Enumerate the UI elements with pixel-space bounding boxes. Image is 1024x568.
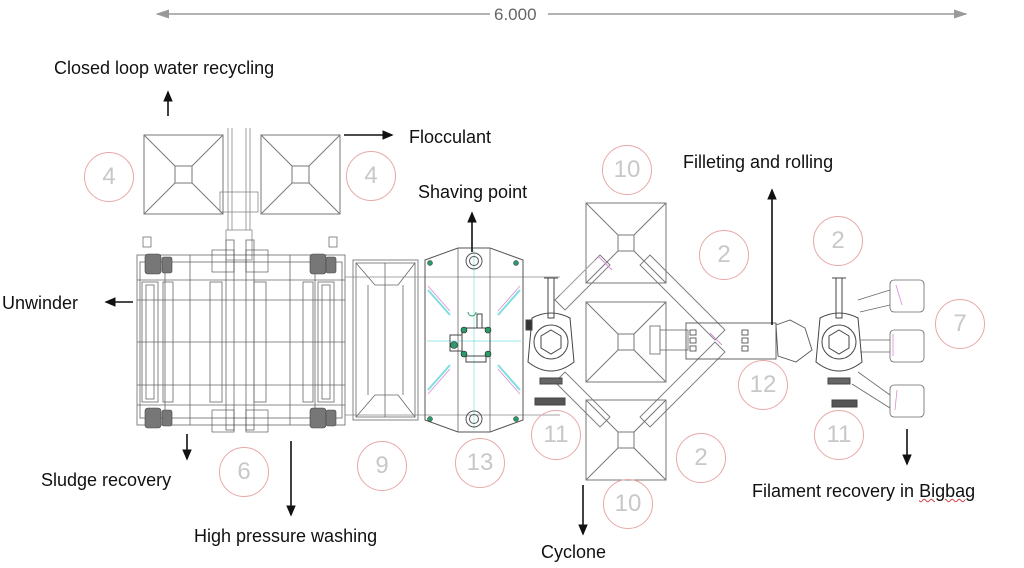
gear-assemblies bbox=[142, 236, 338, 433]
station-number: 10 bbox=[603, 479, 653, 529]
tank-left bbox=[143, 134, 224, 215]
shaving-unit bbox=[424, 247, 524, 433]
station-number: 4 bbox=[346, 151, 396, 201]
tank-right bbox=[260, 134, 341, 215]
label-sludge-recovery: Sludge recovery bbox=[41, 470, 172, 490]
cyclone-hoppers bbox=[585, 202, 667, 481]
label-flocculant: Flocculant bbox=[409, 127, 492, 147]
station-number: 9 bbox=[357, 441, 407, 491]
station-number: 13 bbox=[455, 438, 505, 488]
label-filleting-and-rolling: Filleting and rolling bbox=[683, 152, 834, 172]
station-number: 6 bbox=[219, 447, 269, 497]
station-number: 2 bbox=[699, 230, 749, 280]
station-number: 4 bbox=[84, 152, 134, 202]
label-shaving-point: Shaving point bbox=[418, 182, 528, 202]
conveyor-12 bbox=[685, 319, 813, 363]
station-9-frame bbox=[345, 259, 560, 421]
cutting-head-right bbox=[815, 277, 863, 408]
station-number: 7 bbox=[935, 299, 985, 349]
pipes bbox=[219, 128, 259, 261]
label-bigbag-word: Bigbag bbox=[919, 481, 976, 501]
collection-boxes bbox=[851, 279, 925, 418]
washing-frame bbox=[136, 239, 346, 431]
rotating-arms bbox=[554, 254, 726, 428]
label-unwinder: Unwinder bbox=[2, 293, 79, 313]
station-number: 2 bbox=[813, 216, 863, 266]
station-number: 11 bbox=[531, 410, 581, 460]
station-number: 12 bbox=[738, 360, 788, 410]
label-arrows bbox=[104, 90, 912, 536]
label-filament-recovery-text: Filament recovery in bbox=[752, 481, 920, 501]
label-filament-recovery: Filament recovery in Bigbag bbox=[752, 482, 975, 500]
station-number: 2 bbox=[676, 433, 726, 483]
label-closed-loop-water-recycling: Closed loop water recycling bbox=[54, 58, 275, 78]
station-number: 10 bbox=[602, 145, 652, 195]
station-number: 11 bbox=[814, 410, 864, 460]
label-cyclone: Cyclone bbox=[541, 542, 607, 562]
dimension-label: 6.000 bbox=[492, 5, 539, 24]
label-high-pressure-washing: High pressure washing bbox=[194, 526, 378, 546]
cutting-head-left bbox=[525, 277, 575, 406]
